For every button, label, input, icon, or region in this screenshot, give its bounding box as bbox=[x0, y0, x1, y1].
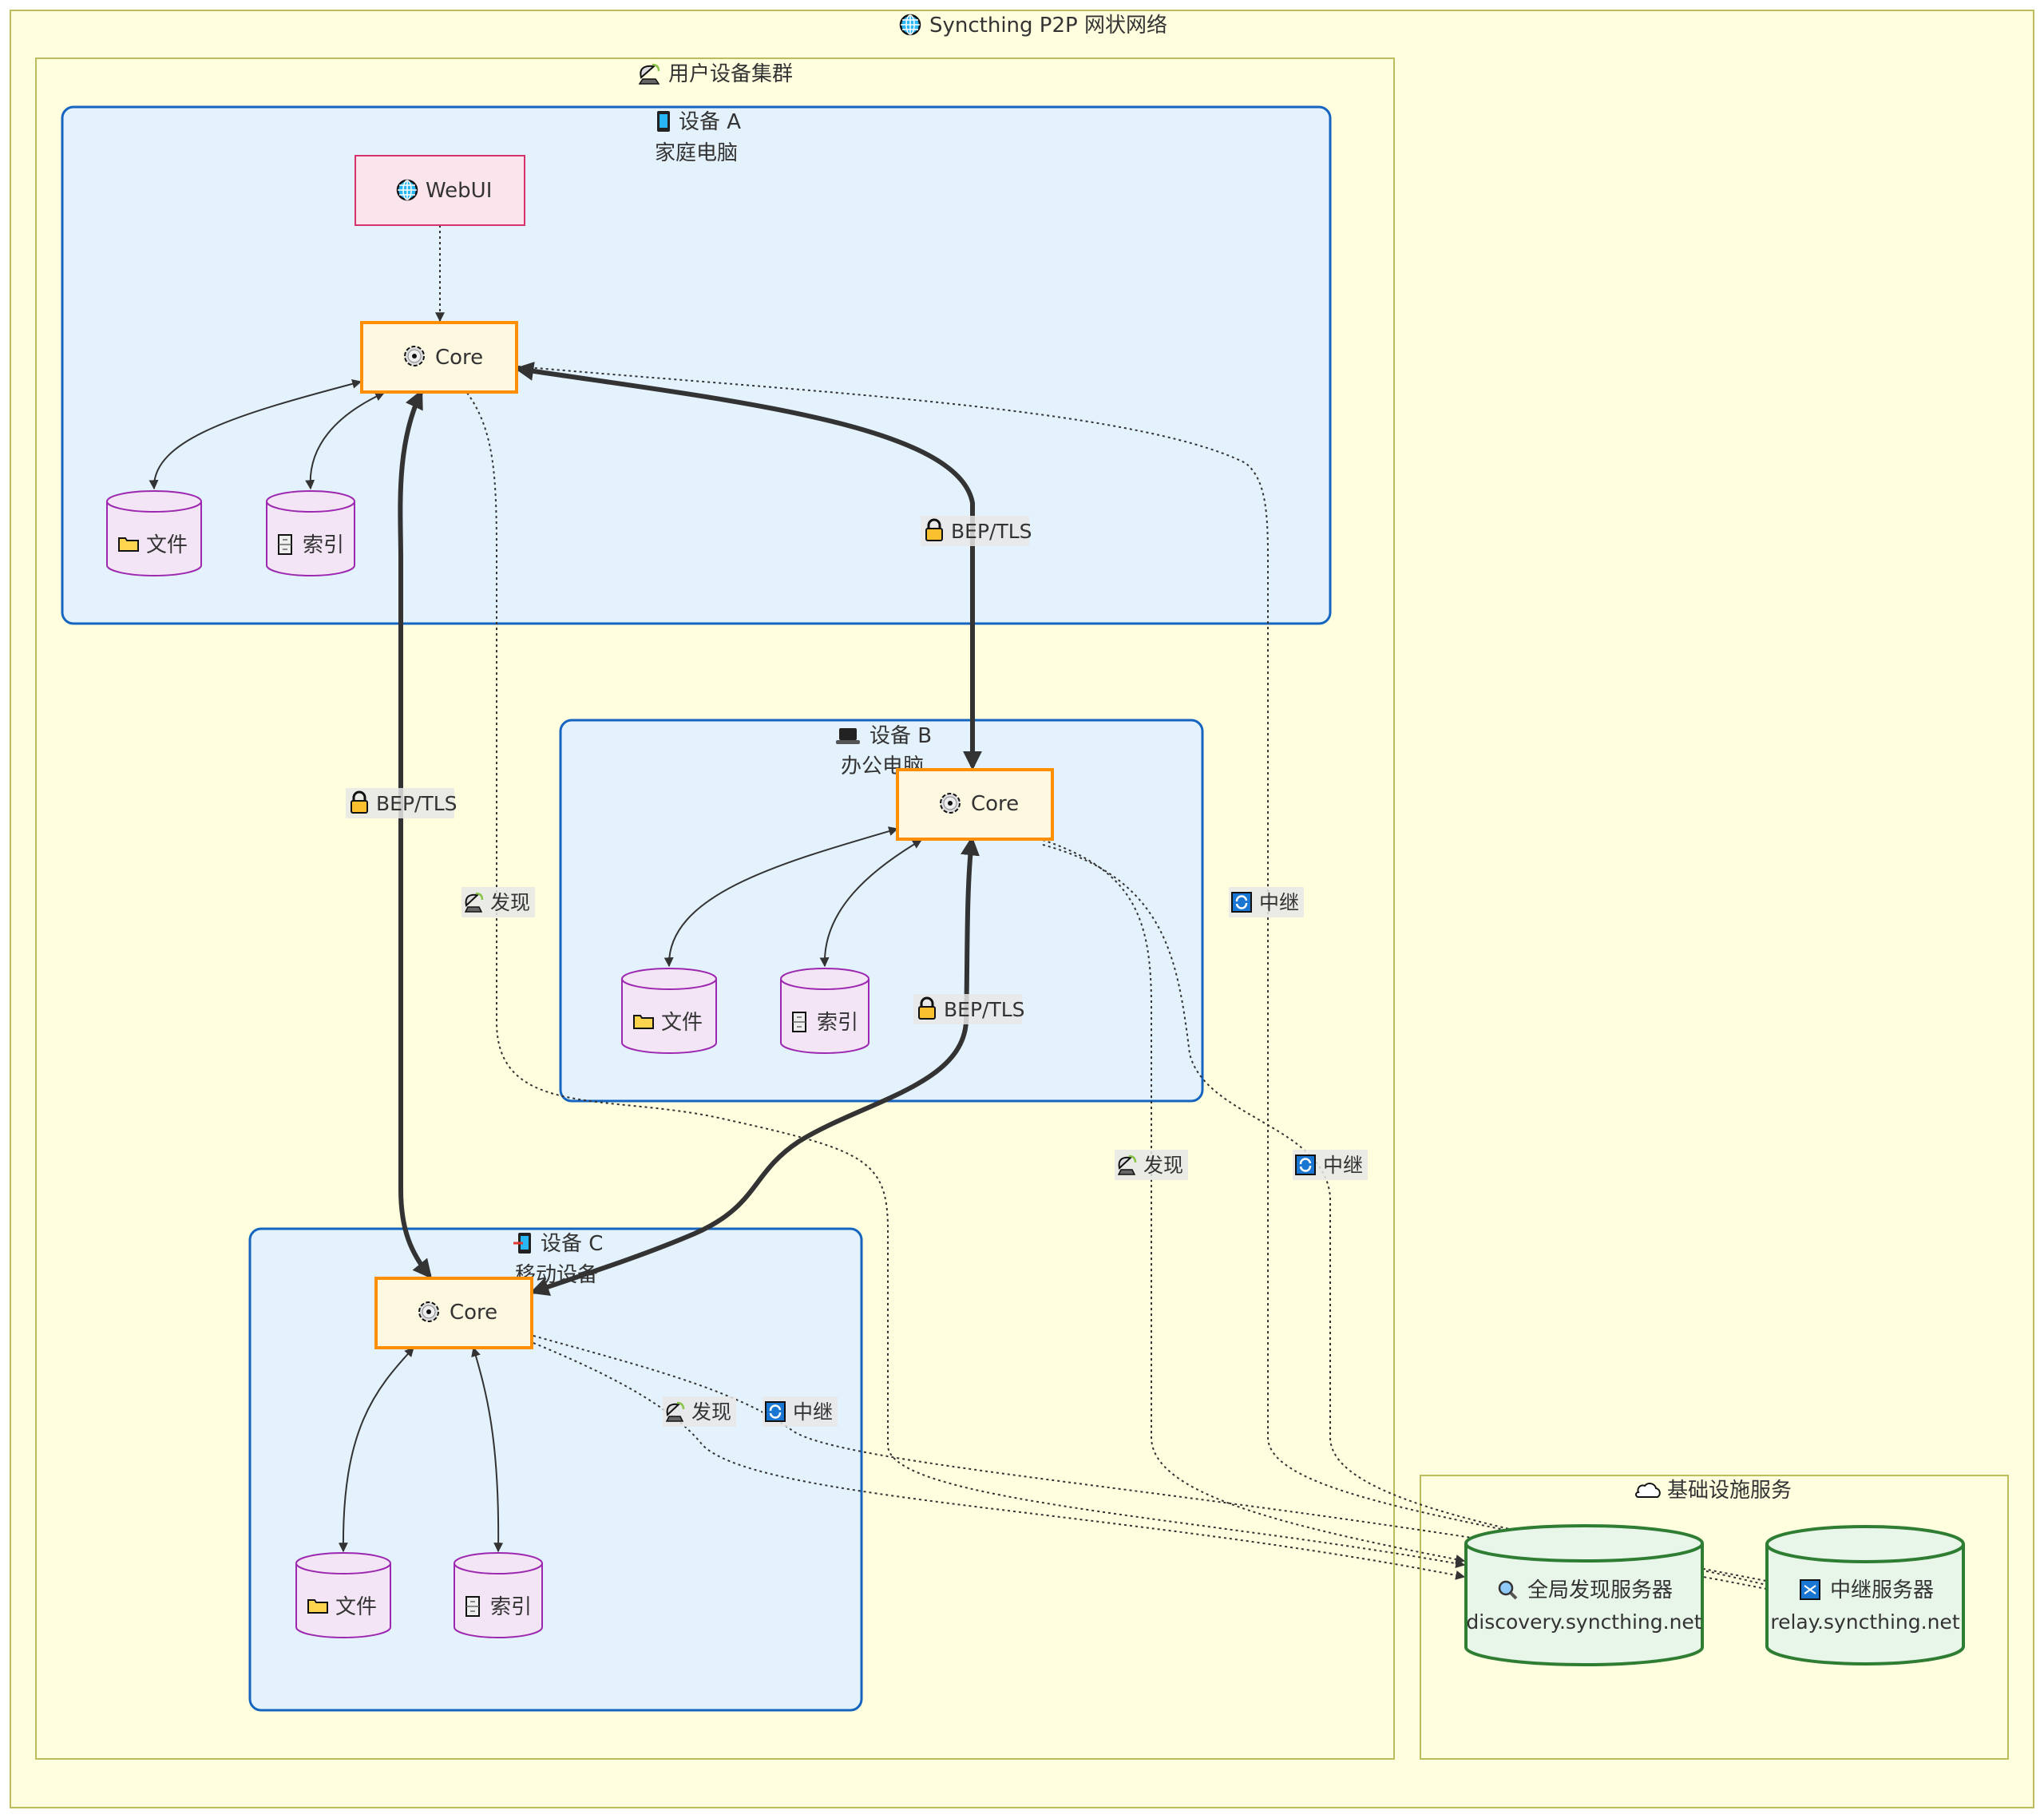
core-node-b[interactable]: Core bbox=[896, 768, 1054, 841]
index-store-c[interactable]: 索引 bbox=[454, 1552, 543, 1638]
files-store-c[interactable]: 文件 bbox=[295, 1552, 391, 1638]
discovery-server-node[interactable]: 全局发现服务器 discovery.syncthing.net bbox=[1464, 1524, 1704, 1666]
folder-icon bbox=[633, 1015, 654, 1029]
edge-label-bep-a-b: BEP/TLS bbox=[921, 516, 1032, 546]
edge-relay-b bbox=[1042, 844, 1767, 1582]
edge-relay-a bbox=[517, 366, 1767, 1586]
file-cabinet-icon bbox=[278, 534, 292, 555]
outer-cluster-title: Syncthing P2P 网状网络 bbox=[899, 14, 1167, 38]
device-a-cluster: 设备 A 家庭电脑 bbox=[61, 105, 1332, 625]
gear-icon bbox=[418, 1301, 439, 1322]
cloud-icon bbox=[1635, 1483, 1661, 1498]
satellite-dish-icon bbox=[665, 1401, 685, 1422]
edge-core-c-index-c bbox=[471, 1346, 504, 1553]
edge-core-c-files-c bbox=[338, 1347, 414, 1553]
mobile-phone-icon bbox=[657, 111, 670, 132]
edge-label-relay-c: 中继 bbox=[763, 1396, 838, 1427]
infra-cluster-label: 基础设施服务 bbox=[1667, 1479, 1792, 1503]
index-store-a[interactable]: 索引 bbox=[266, 490, 355, 576]
device-c-title: 设备 C bbox=[541, 1232, 603, 1256]
index-label: 索引 bbox=[303, 533, 344, 557]
edge-label-relay-b: 中继 bbox=[1293, 1150, 1368, 1180]
edge-discover-a bbox=[466, 392, 1466, 1568]
globe-icon bbox=[899, 14, 921, 36]
lock-icon bbox=[918, 996, 936, 1020]
edge-bep-a-c bbox=[398, 389, 433, 1279]
laptop-icon bbox=[836, 728, 860, 744]
refresh-icon bbox=[765, 1401, 786, 1422]
magnifier-icon bbox=[1498, 1580, 1518, 1600]
edge-discover-c bbox=[533, 1342, 1466, 1580]
core-node-a[interactable]: Core bbox=[360, 321, 518, 394]
edge-discover-b bbox=[1042, 839, 1466, 1564]
refresh-icon bbox=[1231, 892, 1252, 913]
discovery-server-label: 全局发现服务器 bbox=[1527, 1578, 1673, 1602]
edge-core-a-index-a bbox=[305, 392, 386, 490]
folder-icon bbox=[118, 537, 139, 552]
edge-label-text: 中继 bbox=[1323, 1154, 1363, 1177]
edge-label-text: 发现 bbox=[1143, 1154, 1183, 1177]
core-b-label: Core bbox=[971, 792, 1019, 816]
edges bbox=[149, 225, 1767, 1590]
edge-label-discover-c: 发现 bbox=[663, 1396, 736, 1427]
shuffle-icon bbox=[1800, 1579, 1820, 1600]
satellite-dish-icon bbox=[464, 892, 484, 913]
files-label: 文件 bbox=[335, 1595, 377, 1619]
index-label: 索引 bbox=[817, 1011, 858, 1035]
relay-server-host: relay.syncthing.net bbox=[1770, 1610, 1959, 1634]
refresh-icon bbox=[1295, 1155, 1316, 1175]
satellite-dish-icon bbox=[1117, 1155, 1137, 1175]
core-a-label: Core bbox=[435, 346, 483, 370]
relay-server-label: 中继服务器 bbox=[1830, 1578, 1934, 1602]
files-store-b[interactable]: 文件 bbox=[621, 968, 717, 1054]
device-a-subtitle: 家庭电脑 bbox=[655, 141, 738, 165]
edge-label-bep-b-c: BEP/TLS bbox=[913, 994, 1025, 1024]
edge-bep-a-b bbox=[514, 362, 982, 770]
lock-icon bbox=[351, 790, 368, 814]
diagram-title: Syncthing P2P 网状网络 bbox=[929, 14, 1167, 38]
core-c-label: Core bbox=[450, 1301, 497, 1325]
edge-label-discover-b: 发现 bbox=[1115, 1150, 1188, 1180]
globe-icon bbox=[396, 179, 418, 201]
edge-label-bep-a-c: BEP/TLS bbox=[346, 788, 458, 818]
user-cluster-label: 用户设备集群 bbox=[668, 62, 793, 86]
gear-icon bbox=[940, 793, 961, 814]
satellite-dish-icon bbox=[638, 63, 660, 85]
index-label: 索引 bbox=[490, 1595, 532, 1619]
discovery-server-host: discovery.syncthing.net bbox=[1466, 1610, 1701, 1634]
files-label: 文件 bbox=[146, 533, 188, 557]
webui-label: WebUI bbox=[426, 179, 492, 203]
file-cabinet-icon bbox=[465, 1596, 480, 1617]
edge-label-relay-a: 中继 bbox=[1229, 887, 1304, 917]
device-a-title: 设备 A bbox=[679, 110, 741, 134]
relay-server-node[interactable]: 中继服务器 relay.syncthing.net bbox=[1765, 1525, 1965, 1666]
device-b-title: 设备 B bbox=[869, 724, 932, 748]
mobile-phone-arrow-icon bbox=[513, 1233, 531, 1254]
edge-bep-b-c bbox=[529, 836, 980, 1297]
edge-label-text: 中继 bbox=[1259, 891, 1299, 914]
file-cabinet-icon bbox=[792, 1012, 806, 1032]
edge-label-text: 发现 bbox=[691, 1400, 731, 1424]
edge-label-text: BEP/TLS bbox=[944, 998, 1025, 1021]
files-label: 文件 bbox=[661, 1011, 703, 1035]
edge-label-discover-a: 发现 bbox=[461, 887, 535, 917]
edge-label-text: 发现 bbox=[490, 891, 530, 914]
files-store-a[interactable]: 文件 bbox=[106, 490, 202, 576]
core-node-c[interactable]: Core bbox=[374, 1277, 533, 1349]
folder-icon bbox=[307, 1599, 328, 1614]
edge-label-text: BEP/TLS bbox=[951, 520, 1032, 543]
edge-label-text: 中继 bbox=[793, 1400, 833, 1424]
webui-node[interactable]: WebUI bbox=[355, 155, 525, 226]
gear-icon bbox=[404, 346, 425, 366]
edge-label-text: BEP/TLS bbox=[376, 792, 458, 815]
index-store-b[interactable]: 索引 bbox=[780, 968, 869, 1054]
lock-icon bbox=[925, 518, 943, 541]
